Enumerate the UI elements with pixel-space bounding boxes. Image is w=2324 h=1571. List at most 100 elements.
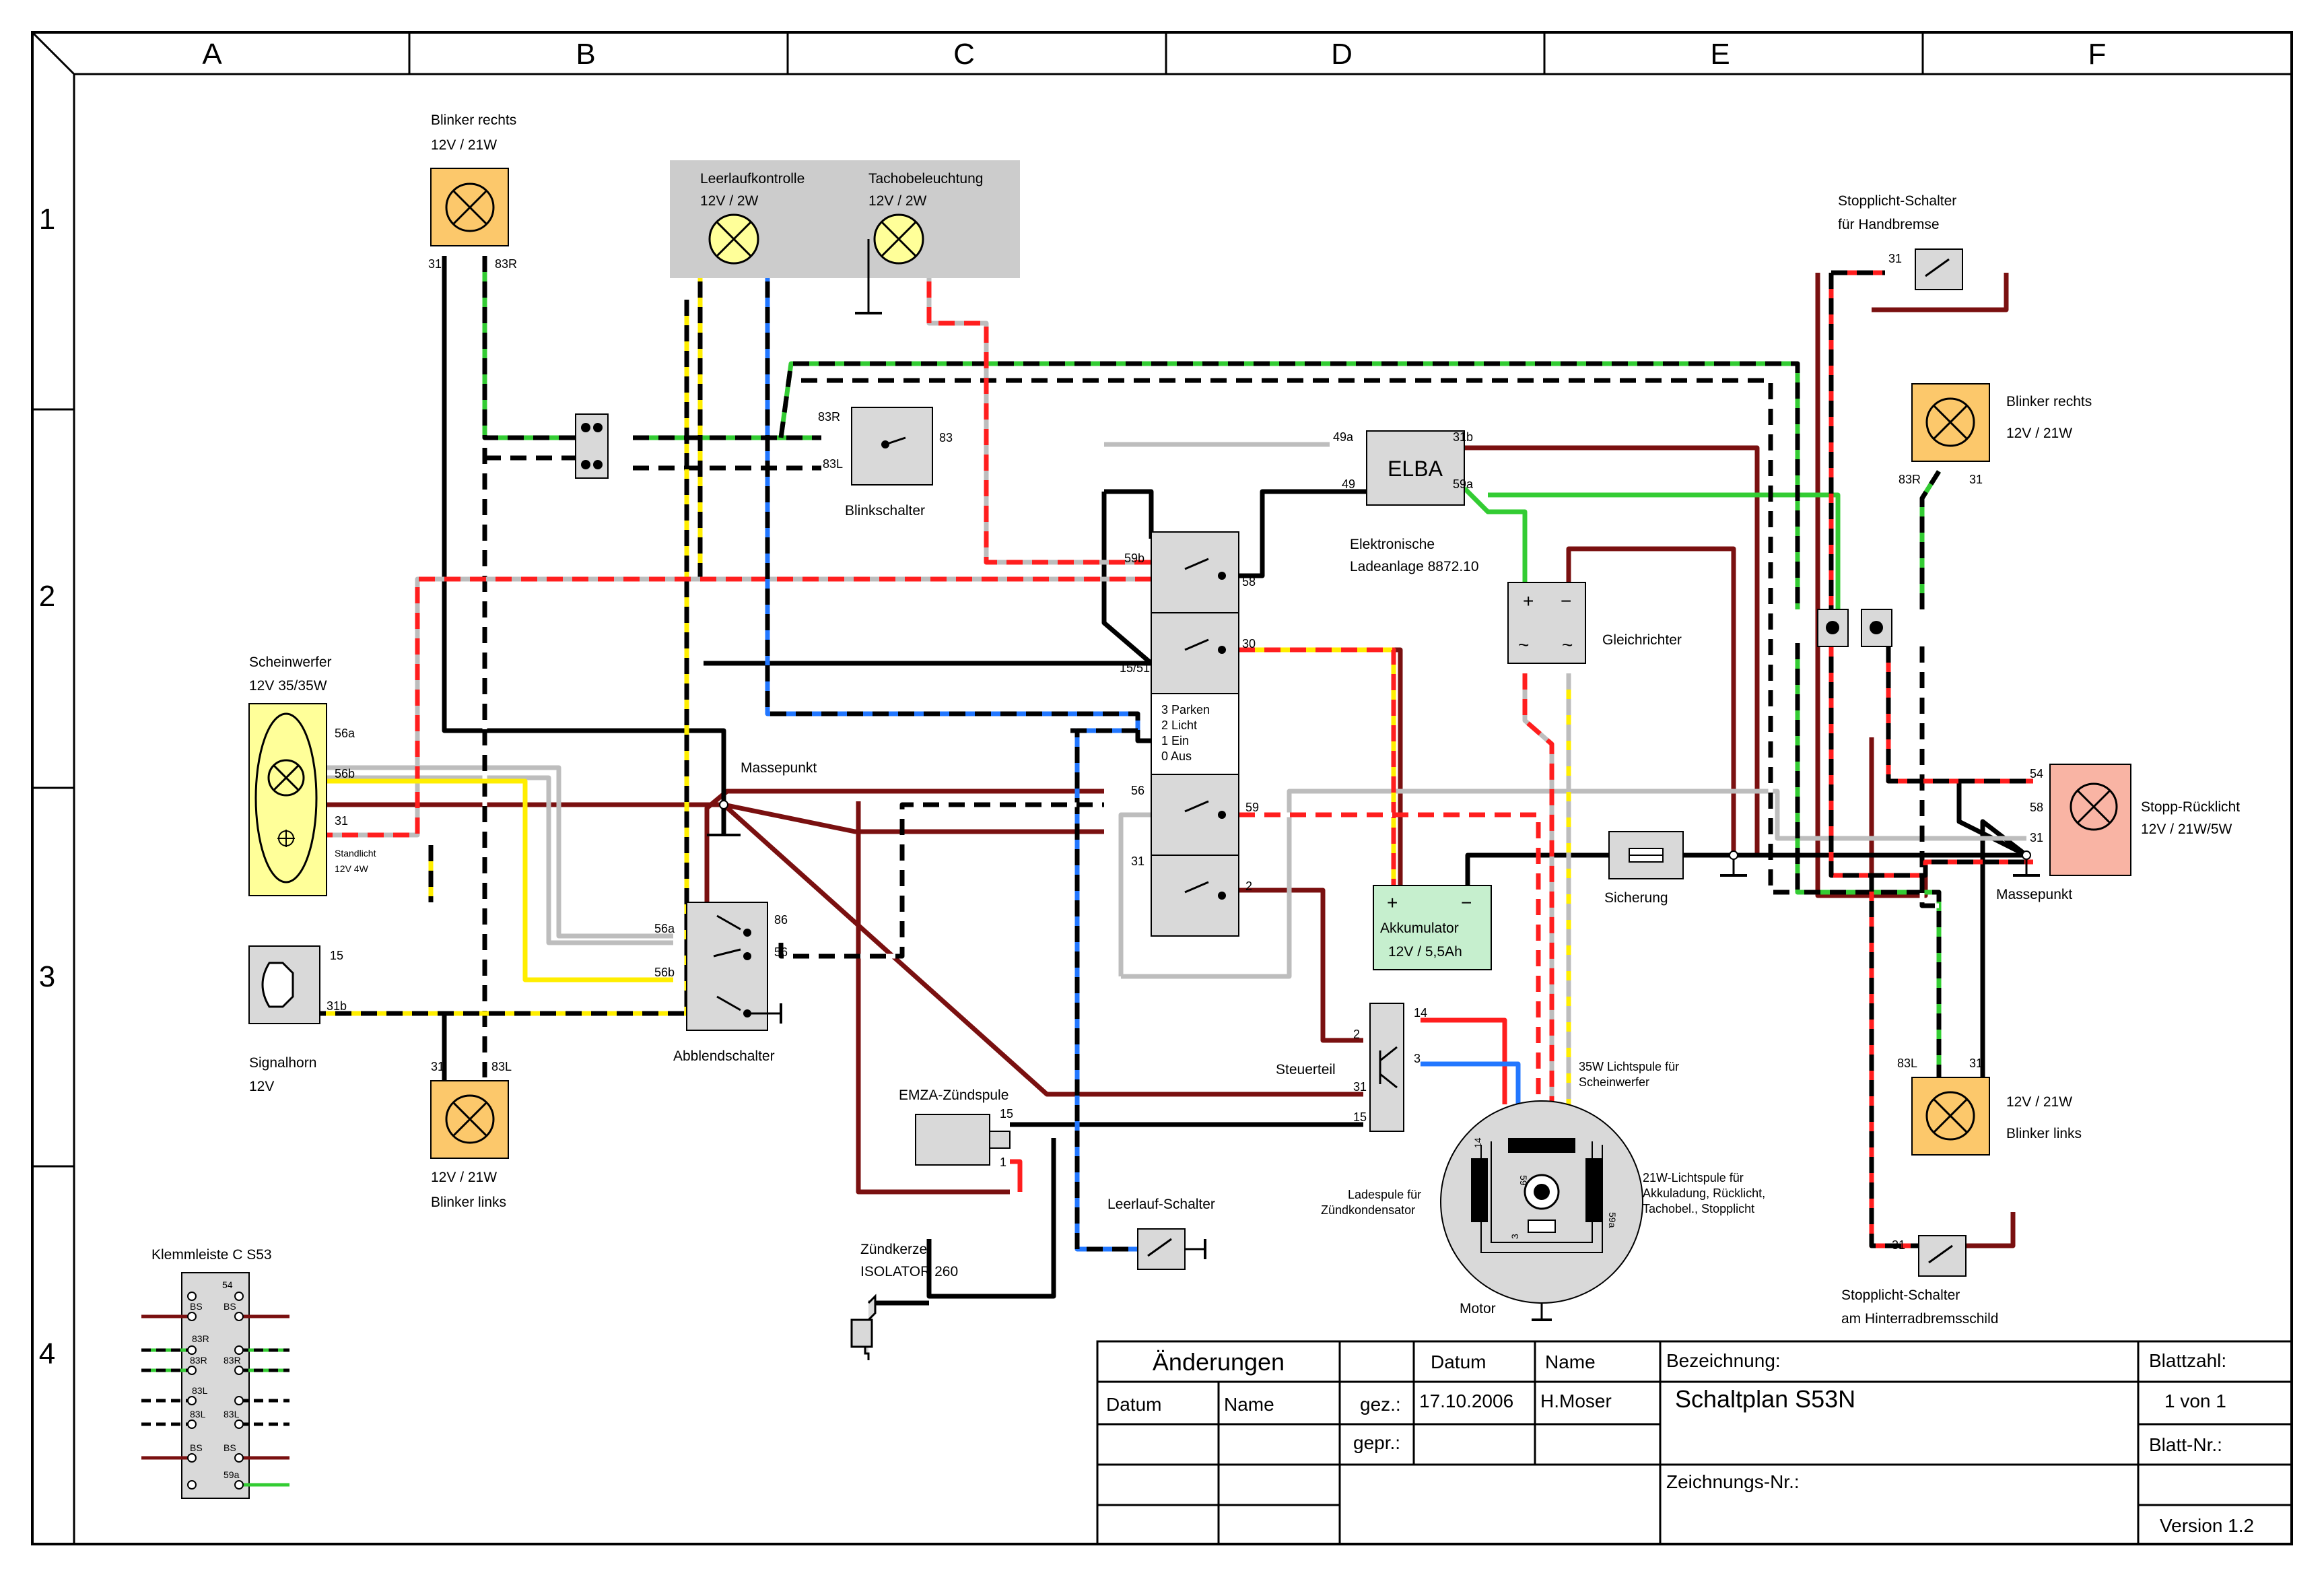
header-datum: Datum — [1431, 1351, 1486, 1372]
tail-name: Stopp-Rücklicht — [2141, 799, 2240, 815]
steuer-pin-14: 14 — [1414, 1006, 1427, 1020]
signalhorn: 15 31b Signalhorn 12V — [248, 945, 347, 1094]
wire-grey-3 — [1118, 812, 1151, 976]
leerlaufkontrolle-rating: 12V / 2W — [700, 193, 759, 209]
pin-31: 31 — [431, 1060, 444, 1073]
blinkschalter-pin-83: 83 — [939, 431, 953, 444]
position-2: 2 Licht — [1161, 718, 1197, 732]
wire-black-3 — [1239, 489, 1367, 578]
wire-brown-masse — [723, 802, 1104, 834]
elba-pin-59a: 59a — [1453, 477, 1474, 491]
abblend-pin-56b: 56b — [654, 966, 675, 979]
wire-grey-1 — [320, 765, 673, 939]
akku-rating: 12V / 5,5Ah — [1388, 944, 1462, 960]
wire-black-batt — [1465, 853, 2026, 885]
klemme-label-83l-1: 83L — [192, 1385, 208, 1396]
zuendschloss: 59b 58 30 15/51 3 Parken 2 Licht 1 Ein 0… — [1120, 531, 1259, 937]
klemme-label-83r-3: 83R — [224, 1355, 241, 1366]
akku-plus: + — [1387, 892, 1398, 913]
stoplight-switch-rear: 31 Stopplicht-Schalter am Hinterradbrems… — [1841, 1235, 1998, 1327]
blinker-rechts-front: Blinker rechts 12V / 21W 31 83R — [428, 112, 517, 271]
header-name: Name — [1545, 1351, 1596, 1372]
scheinwerfer-pin-56a: 56a — [335, 727, 355, 740]
klemme-label-bs-2: BS — [224, 1301, 236, 1312]
wires — [320, 256, 2033, 1306]
gez-datum: 17.10.2006 — [1419, 1391, 1513, 1411]
emza-pin-15: 15 — [1000, 1107, 1013, 1121]
blinker-rechts-front-name: Blinker rechts — [431, 112, 516, 128]
tail-pin-58: 58 — [2030, 801, 2043, 814]
masse-right: Massepunkt — [1996, 850, 2072, 902]
steuer-pin-2: 2 — [1353, 1028, 1360, 1041]
tachobeleuchtung-rating: 12V / 2W — [868, 193, 927, 209]
pin-31: 31 — [428, 257, 442, 271]
pin-83l: 83L — [1897, 1057, 1917, 1070]
position-1: 1 Ein — [1161, 734, 1189, 747]
gez-name: H.Moser — [1540, 1391, 1612, 1411]
zeichnungs-nr-label: Zeichnungs-Nr.: — [1666, 1471, 1800, 1492]
elba-pin-31b: 31b — [1453, 430, 1473, 444]
elba-pin-49a: 49a — [1333, 430, 1354, 444]
dashed-wire-group — [320, 256, 2033, 1252]
tail-pin-31: 31 — [2030, 831, 2043, 844]
zuendkerze: Zündkerze ISOLATOR 260 — [850, 1242, 958, 1360]
akku-name: Akkumulator — [1380, 921, 1459, 936]
klemme-label-bs-4: BS — [224, 1442, 236, 1453]
stoplight-hand-pin: 31 — [1888, 252, 1902, 265]
pin-15-51: 15/51 — [1120, 661, 1150, 675]
lichtspule-21-line-3: Tachobel., Stopplicht — [1643, 1202, 1754, 1215]
row-label-2: 2 — [39, 580, 55, 613]
klemme-label-83r-1: 83R — [192, 1333, 209, 1344]
bezeichnung-label: Bezeichnung: — [1666, 1350, 1781, 1371]
blinker-links-front: 31 83L 12V / 21W Blinker links — [430, 1060, 512, 1210]
lichtspule-35-line-1: 35W Lichtspule für — [1579, 1060, 1679, 1073]
stoplight-rear-name-1: Stopplicht-Schalter — [1841, 1288, 1960, 1303]
blinkschalter-name: Blinkschalter — [845, 503, 925, 519]
column-label-a: A — [202, 38, 222, 71]
stoplight-hand-name-1: Stopplicht-Schalter — [1838, 193, 1956, 209]
wire-grey-2 — [320, 775, 673, 945]
tachobeleuchtung-name: Tachobeleuchtung — [868, 171, 983, 187]
column-label-f: F — [2088, 38, 2107, 71]
blinker-rechts-front-rating: 12V / 21W — [431, 137, 497, 153]
motor-pin-59a: 59a — [1607, 1212, 1618, 1228]
motor-pin-59: 59 — [1518, 1175, 1529, 1186]
pin-56: 56 — [1131, 784, 1144, 797]
elba-pin-49: 49 — [1342, 477, 1355, 491]
klemmleiste: Klemmleiste C S53 — [141, 1247, 289, 1499]
standlicht-label-1: Standlicht — [335, 848, 376, 859]
blinker-links-rear: 83L 31 12V / 21W Blinker links — [1897, 1057, 2082, 1156]
abblend-pin-86: 86 — [774, 913, 788, 927]
zuendkerze-type: ISOLATOR 260 — [860, 1264, 958, 1279]
wire-brown-59b-elba — [1464, 445, 1760, 855]
wire-black-1 — [442, 256, 726, 835]
wire-black-rear-masse — [1956, 781, 2028, 858]
blinker-links-front-name: Blinker links — [431, 1195, 506, 1210]
blattzahl-value: 1 von 1 — [2164, 1391, 2226, 1411]
akkumulator: + − Akkumulator 12V / 5,5Ah — [1373, 885, 1492, 970]
klemme-label-59a: 59a — [224, 1469, 240, 1480]
wire-red-14 — [1421, 1017, 1507, 1104]
blattzahl-label: Blattzahl: — [2149, 1350, 2226, 1371]
motor-name: Motor — [1460, 1301, 1496, 1316]
wire-blue-3 — [1421, 1061, 1521, 1104]
gleichrichter-name: Gleichrichter — [1602, 632, 1682, 648]
gez-label: gez.: — [1360, 1394, 1401, 1415]
blinker-links-rear-rating: Blinker links — [2006, 1126, 2082, 1141]
wire-black-4 — [1104, 489, 1154, 539]
abblend-pin-56: 56 — [774, 945, 788, 959]
masse-left-name: Massepunkt — [741, 760, 817, 776]
tail-rating: 12V / 21W/5W — [2141, 822, 2232, 837]
blinker-rechts-rear-name: Blinker rechts — [2006, 394, 2092, 409]
ladespule-line-1: Ladespule für — [1348, 1188, 1421, 1201]
horn-pin-15: 15 — [330, 949, 343, 962]
stopp-ruecklicht: 54 58 31 Stopp-Rücklicht 12V / 21W/5W — [2030, 764, 2240, 876]
connector-right-2 — [1861, 609, 1892, 647]
pin-83r: 83R — [495, 257, 517, 271]
blinker-links-rear-name: 12V / 21W — [2006, 1094, 2072, 1110]
blinkschalter-pin-83r: 83R — [818, 410, 840, 424]
connector-right-1 — [1817, 609, 1849, 647]
steuer-pin-3: 3 — [1414, 1052, 1421, 1065]
wire-black-2 — [1101, 492, 1153, 665]
wire-black-rear3 — [1980, 819, 2028, 1077]
